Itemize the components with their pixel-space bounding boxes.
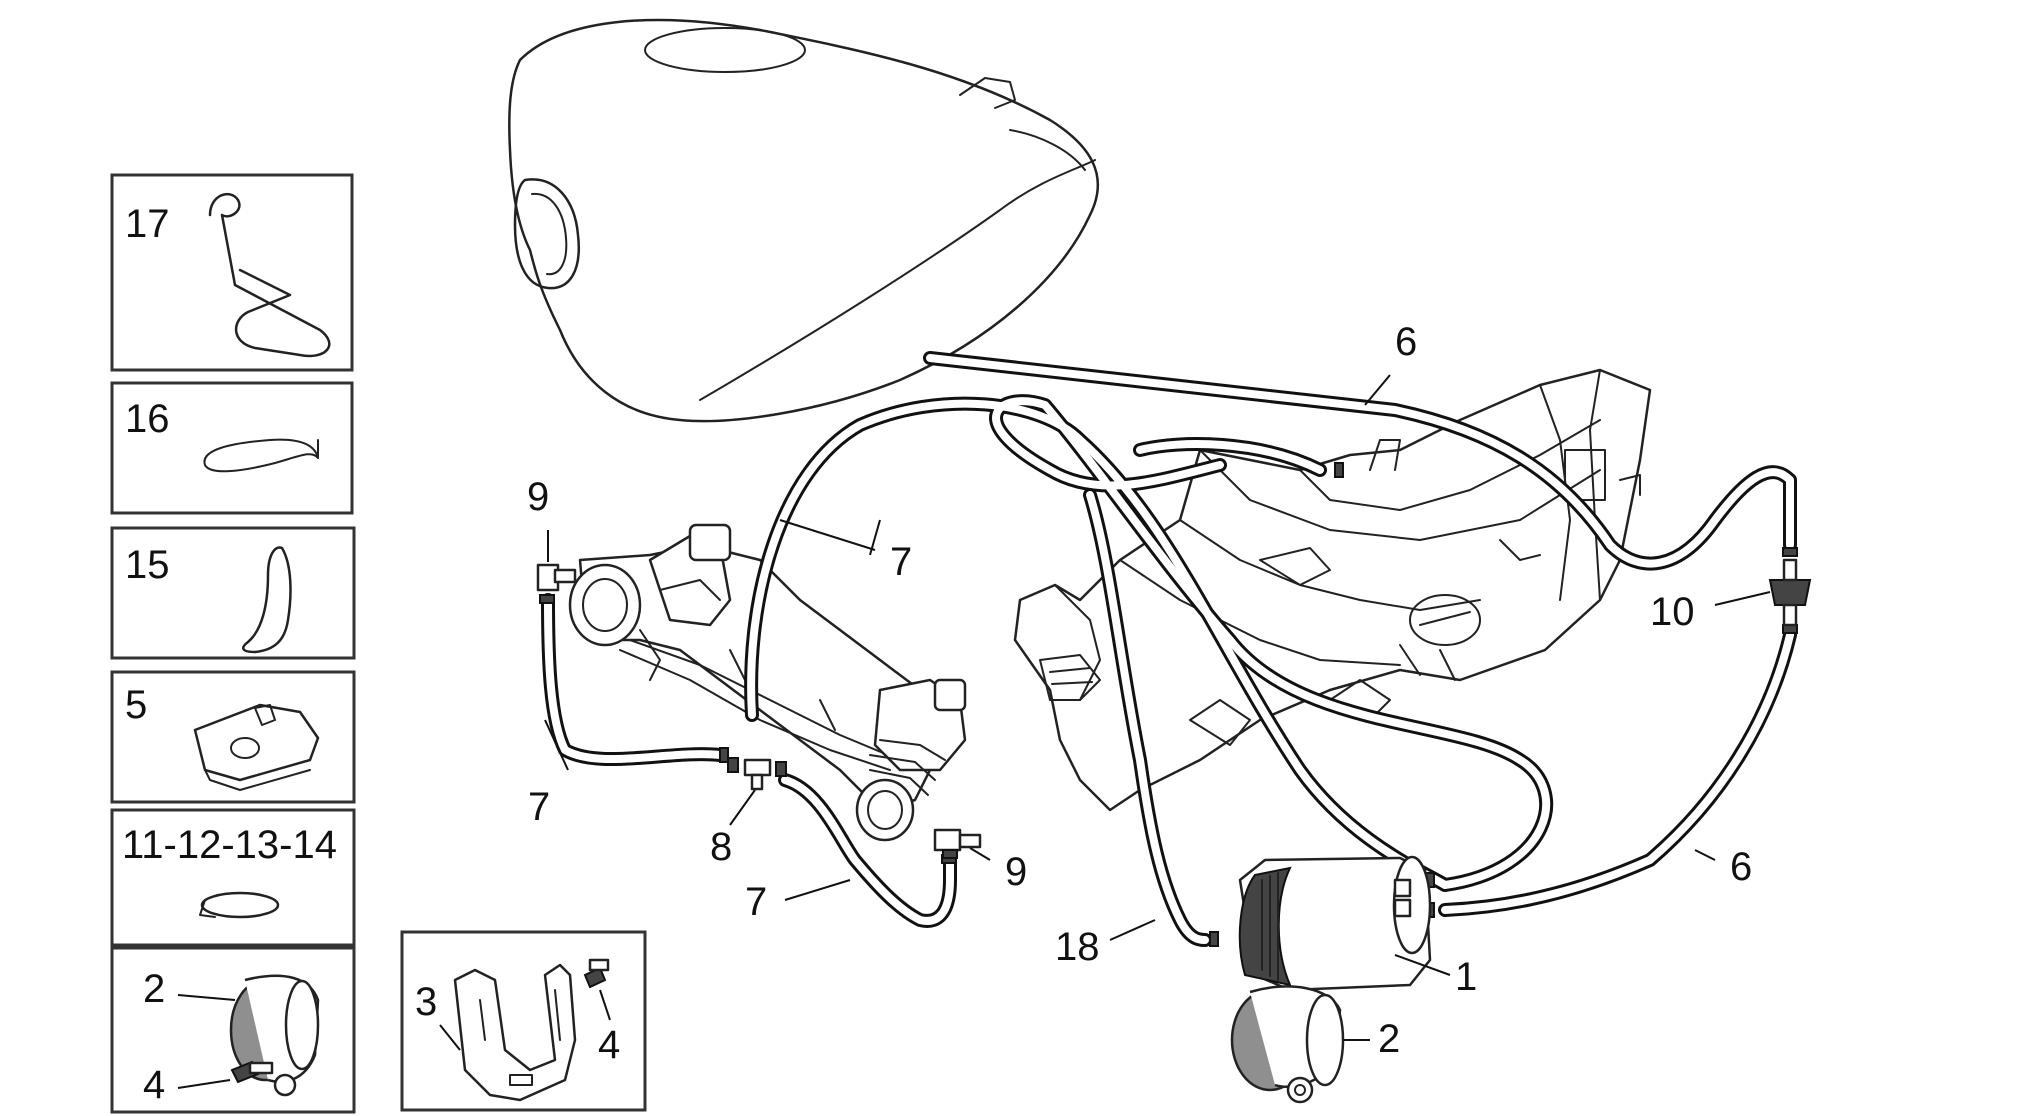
detail-box-4-number: 4	[143, 1063, 165, 1107]
detail-box-11-14-number: 11-12-13-14	[122, 823, 337, 867]
callout-18: 18	[1055, 925, 1100, 969]
callout-7-lower: 7	[745, 880, 767, 924]
callout-6-top: 6	[1395, 320, 1417, 364]
detail-box-2-number: 2	[143, 967, 165, 1011]
spring-clip-icon	[203, 438, 319, 473]
charcoal-canister	[1238, 855, 1432, 992]
callout-1: 1	[1455, 955, 1477, 999]
fittings	[536, 462, 1812, 947]
detail-box-16-number: 16	[125, 397, 170, 441]
detail-box-2-4: 2 4	[110, 946, 356, 1114]
callout-4-bracket: 4	[598, 1023, 620, 1067]
callout-8: 8	[710, 825, 732, 869]
detail-box-15: 15	[110, 526, 356, 660]
cable-tie-icon	[242, 546, 292, 654]
hose-clamp-icon	[200, 891, 280, 919]
hoses	[541, 351, 1797, 947]
detail-box-5: 5	[110, 670, 356, 804]
bracket-detail-box: 3 4	[400, 930, 647, 1112]
callout-3: 3	[415, 980, 437, 1024]
callout-9-right: 9	[1005, 850, 1027, 894]
callout-2-main: 2	[1378, 1017, 1400, 1061]
fuel-tank	[508, 18, 1100, 423]
callout-9-left: 9	[527, 475, 549, 519]
callout-7-left: 7	[528, 785, 550, 829]
detail-box-11-14: 11-12-13-14	[110, 808, 356, 947]
detail-box-17-number: 17	[125, 202, 170, 246]
detail-box-16: 16	[110, 381, 354, 515]
callout-6-right: 6	[1730, 845, 1752, 889]
callout-labels: 6 7 9 10 7 8 9 7 6 18 1 2	[527, 320, 1752, 1061]
clamp-ring-main	[1230, 985, 1345, 1104]
detail-box-17: 17	[110, 173, 354, 372]
bracket-icon	[453, 963, 577, 1102]
detail-box-5-number: 5	[125, 683, 147, 727]
callout-7-upper: 7	[890, 540, 912, 584]
detail-box-15-number: 15	[125, 543, 170, 587]
throttle-body-assembly	[568, 523, 967, 842]
wire-clip-icon	[208, 192, 331, 358]
callout-10: 10	[1650, 590, 1695, 634]
leader-lines	[544, 374, 1771, 1041]
